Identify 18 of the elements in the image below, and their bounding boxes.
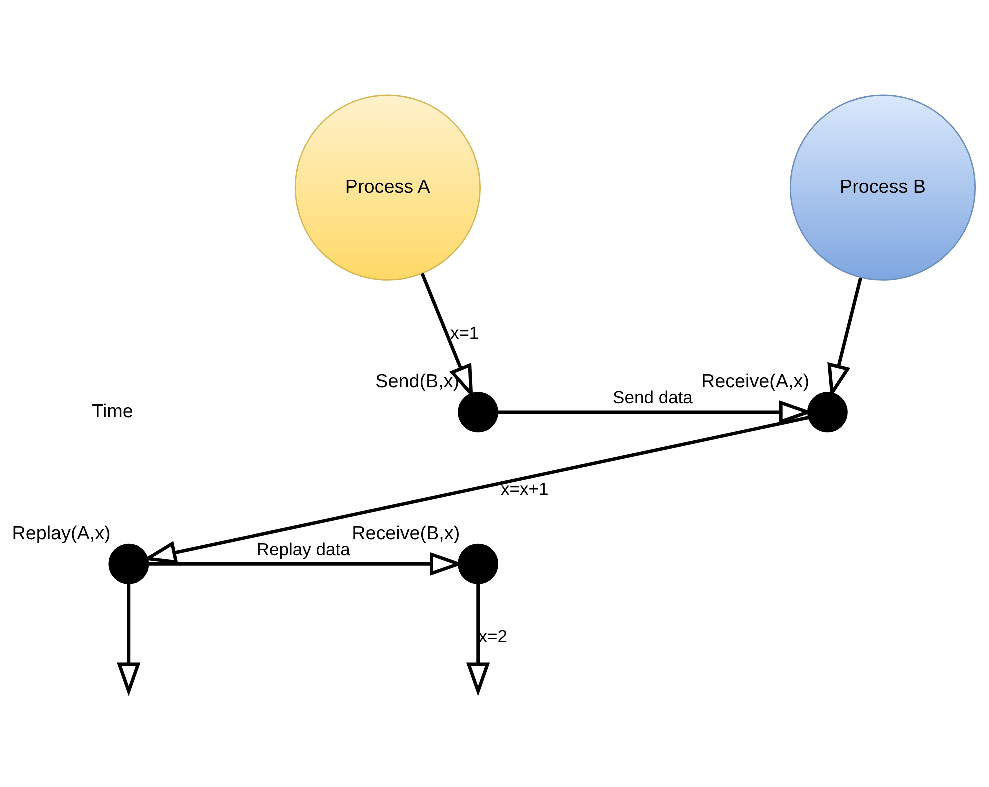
arrow xyxy=(117,584,141,696)
node-circle xyxy=(807,392,848,432)
edge-label: x=2 xyxy=(478,626,508,646)
arrow xyxy=(466,584,490,696)
edge-label: x=1 xyxy=(450,322,480,342)
node-label: Receive(B,x) xyxy=(352,522,460,544)
node-label: Receive(A,x) xyxy=(702,371,810,392)
edge-label: x=x+1 xyxy=(500,478,549,499)
node-circle xyxy=(108,543,150,584)
node-circle xyxy=(458,392,499,432)
node-label: Replay(A,x) xyxy=(12,522,111,544)
node-label: Send(B,x) xyxy=(376,371,460,392)
edge-label: Replay data xyxy=(256,538,350,559)
label: Time xyxy=(92,400,134,422)
node-circle: Process B xyxy=(790,94,976,280)
edge-label: Send data xyxy=(613,386,693,407)
node-circle: Process A xyxy=(294,94,481,280)
node-circle xyxy=(458,543,499,584)
